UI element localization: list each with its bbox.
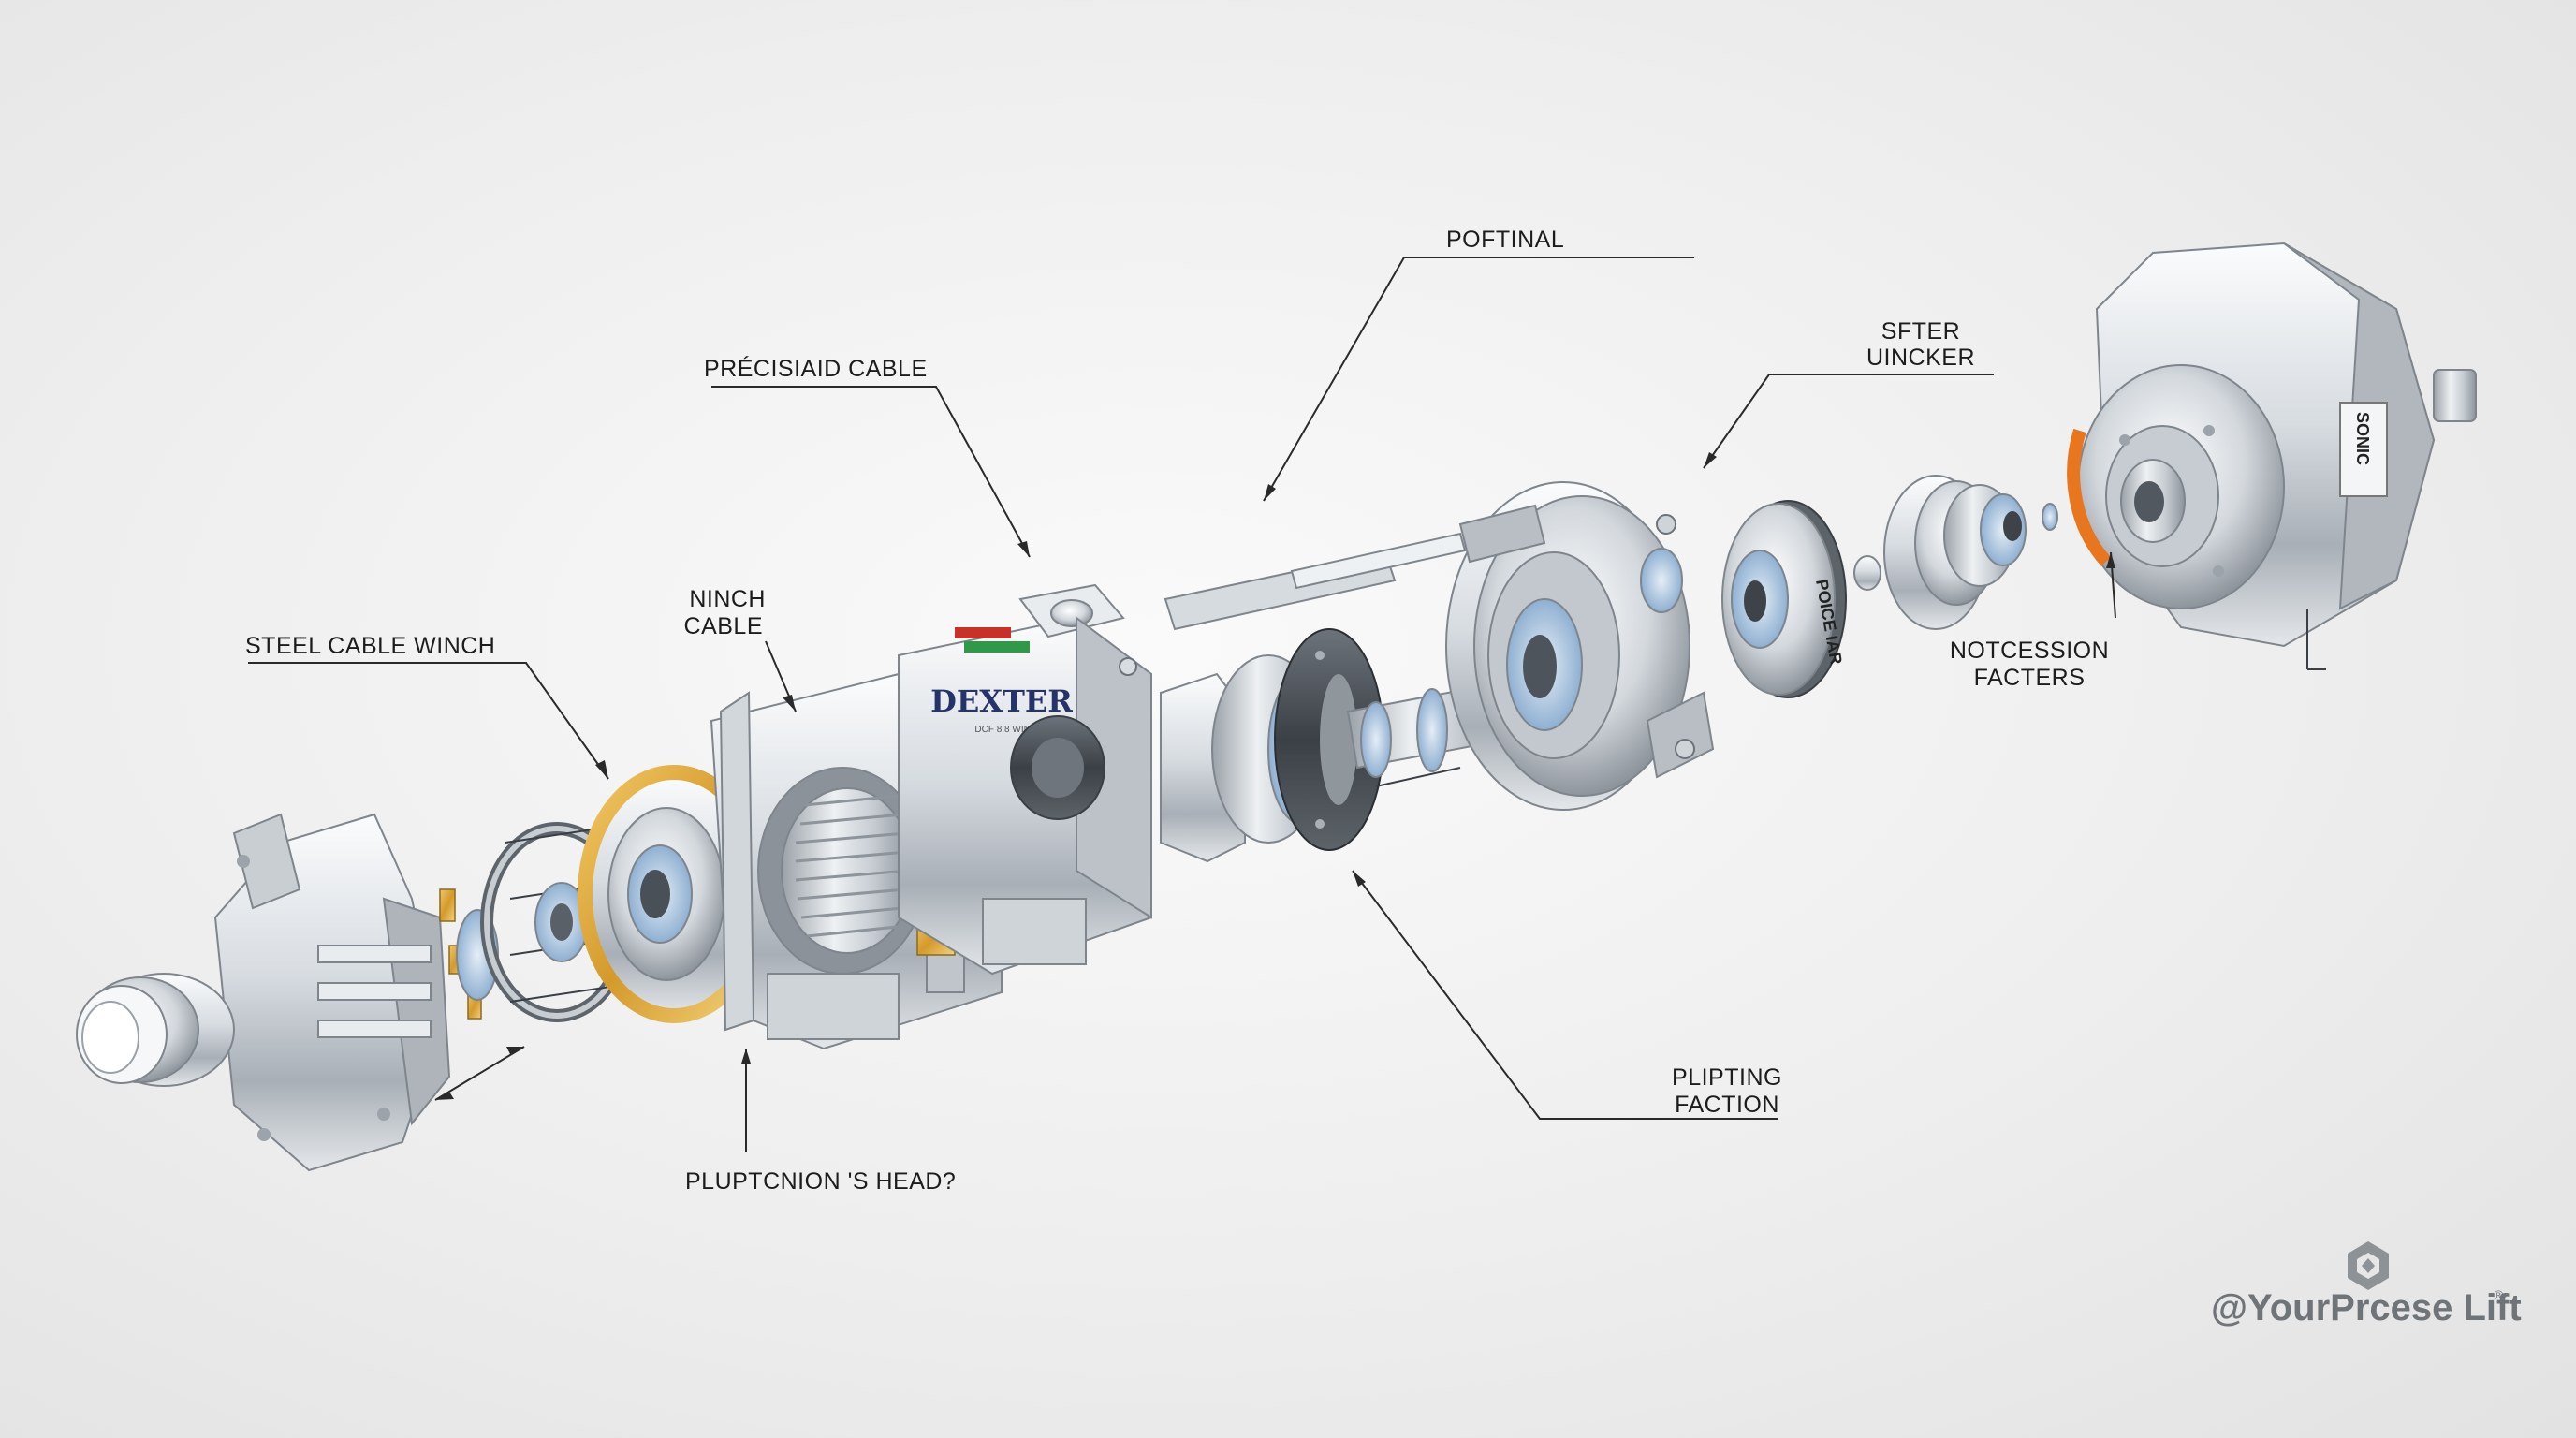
label-notcession-line1: NOTCESSION xyxy=(1950,638,2109,664)
label-plipting-line1: PLIPTING xyxy=(1672,1064,1782,1091)
bushing-and-pulley xyxy=(1853,475,2058,630)
watermark-registered: ® xyxy=(2494,1287,2504,1302)
label-poftinal: POFTINAL xyxy=(1446,227,1564,253)
label-steel-cable-winch: STEEL CABLE WINCH xyxy=(245,633,495,659)
label-precisiaid-cable: PRÉCISIAID CABLE xyxy=(704,355,928,382)
flange-housing xyxy=(1445,481,1715,811)
label-sfter-line2: UINCKER xyxy=(1866,345,1975,371)
left-end-housing xyxy=(76,813,451,1172)
right-end-housing: SONIC xyxy=(2067,242,2477,670)
watermark-logo-icon xyxy=(2348,1241,2389,1290)
watermark: @YourPrcese Lift ® xyxy=(2211,1241,2522,1328)
green-label-strip xyxy=(964,641,1030,653)
orange-seal xyxy=(2067,428,2112,566)
end-plate-marking: SONIC xyxy=(2353,412,2372,465)
watermark-text: @YourPrcese Lift xyxy=(2211,1287,2522,1328)
label-sfter-line1: SFTER xyxy=(1881,318,1960,345)
housing-brand: DEXTER xyxy=(930,683,1073,719)
label-plipting-line2: FACTION xyxy=(1675,1092,1779,1118)
motor-windings xyxy=(795,794,909,938)
label-pluptcnion-head: PLUPTCNION 'S HEAD? xyxy=(685,1168,956,1195)
labelled-disc: POICE IAR xyxy=(1721,500,1847,698)
leader-lines xyxy=(248,257,2116,1152)
dexter-housing: DEXTER DCF 8.8 WING xyxy=(898,583,1152,976)
label-ninch-line2: CABLE xyxy=(684,613,763,639)
label-ninch-line1: NINCH xyxy=(689,586,766,612)
label-notcession-line2: FACTERS xyxy=(1974,665,2086,691)
brake-coupling xyxy=(1160,628,1384,863)
housing-subtext: DCF 8.8 WING xyxy=(974,725,1037,735)
red-label-strip xyxy=(955,627,1011,638)
callout-labels: STEEL CABLE WINCH NINCH CABLE PRÉCISIAID… xyxy=(245,227,2109,1195)
